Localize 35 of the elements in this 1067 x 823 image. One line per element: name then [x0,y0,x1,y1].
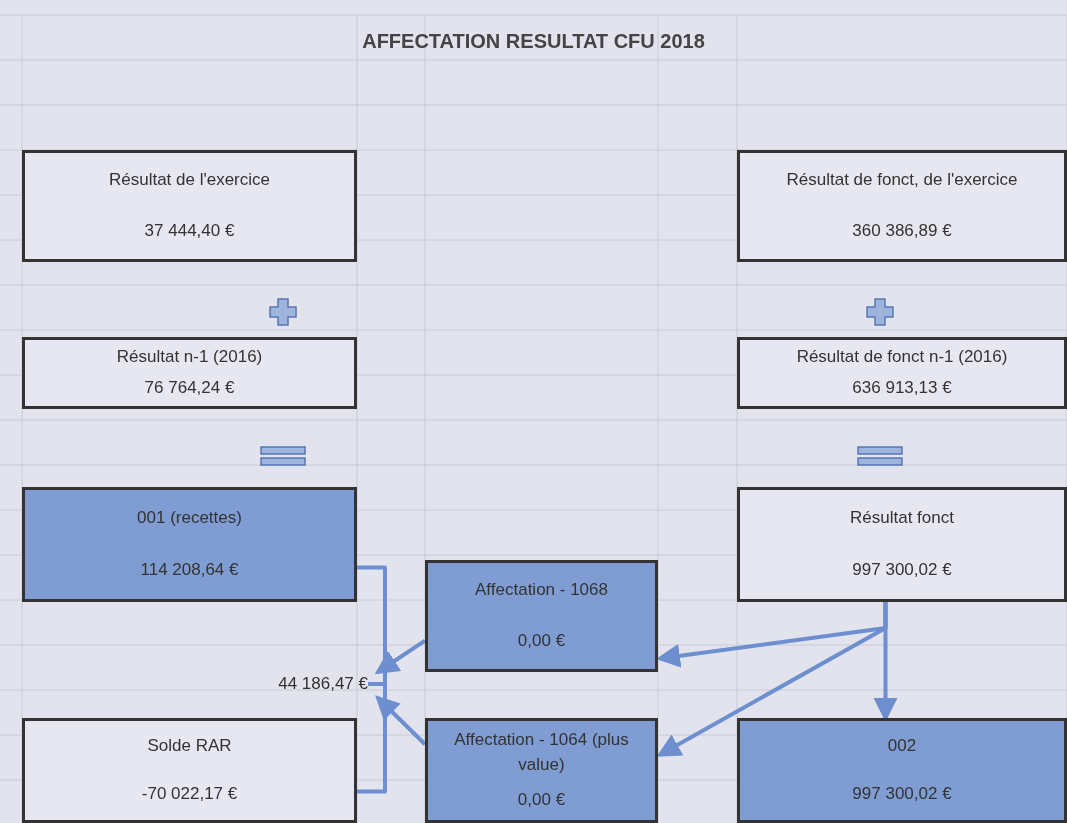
value-box [737,150,1067,262]
value-box [22,337,357,409]
arrow [375,695,427,746]
box-heading: Résultat de fonct, de l'exercice [786,169,1018,192]
amount-text: 44 186,47 € [228,670,368,698]
bracket-line [357,682,387,794]
value-box [425,560,658,672]
value-box [425,718,658,823]
amount-text: 76 764,24 € [144,377,235,400]
amount-text: -70 022,17 € [141,782,238,805]
amount-text: 0,00 € [517,630,566,653]
value-box [22,150,357,262]
value-box [737,337,1067,409]
value-box [22,487,357,602]
amount-text: 0,00 € [517,789,566,812]
diagram-title: AFFECTATION RESULTAT CFU 2018 [361,30,706,53]
box-heading: Affectation - 1068 [475,579,608,602]
amount-text: 114 208,64 € [140,559,239,582]
amount-text: 37 444,40 € [144,220,235,243]
value-box [737,487,1067,602]
box-heading: Résultat n-1 (2016) [116,346,263,369]
amount-text: 360 386,89 € [852,220,952,243]
box-heading: Affectation - 1064 (plus value) [453,729,630,776]
box-heading: Résultat fonct [850,506,954,529]
box-heading: 001 (recettes) [137,506,242,529]
arrow [374,638,427,675]
value-box [22,718,357,823]
amount-text: 997 300,02 € [852,559,952,582]
box-heading: 002 [887,735,917,758]
amount-text: 997 300,02 € [852,782,952,805]
box-heading: Solde RAR [147,735,232,758]
box-heading: Résultat de l'exercice [108,169,270,192]
box-heading: Résultat de fonct n-1 (2016) [796,346,1008,369]
amount-text: 636 913,13 € [852,377,952,400]
value-box [737,718,1067,823]
